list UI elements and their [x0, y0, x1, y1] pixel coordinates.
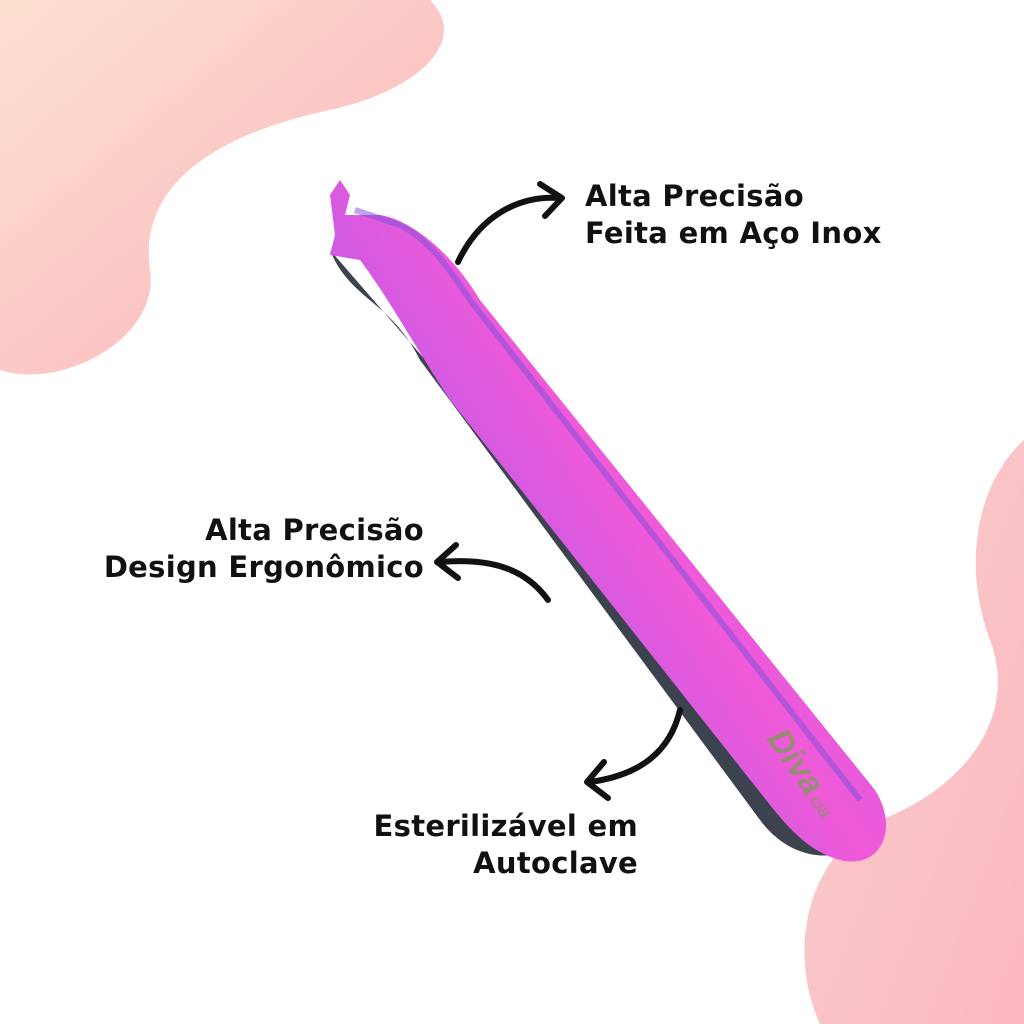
- callout-line: Esterilizável em: [373, 809, 638, 843]
- callout-line: Design Ergonômico: [103, 550, 424, 584]
- callout-ergonomic: Alta Precisão Design Ergonômico: [104, 512, 424, 586]
- tweezers: Diva cia: [330, 180, 887, 862]
- decorative-blob-top-left: [0, 0, 444, 375]
- arrow-icon-top: [455, 181, 565, 265]
- callout-autoclave: Esterilizável em Autoclave: [374, 808, 638, 882]
- callout-line: Feita em Aço Inox: [585, 216, 882, 250]
- decorative-blob-bottom-right: [804, 440, 1024, 1024]
- callout-line: Autoclave: [473, 846, 638, 880]
- arrow-icon-middle: [434, 542, 551, 603]
- callout-line: Alta Precisão: [585, 179, 804, 213]
- callout-stainless-steel: Alta Precisão Feita em Aço Inox: [585, 178, 882, 252]
- callout-line: Alta Precisão: [205, 513, 424, 547]
- arrow-icon-bottom: [584, 707, 683, 801]
